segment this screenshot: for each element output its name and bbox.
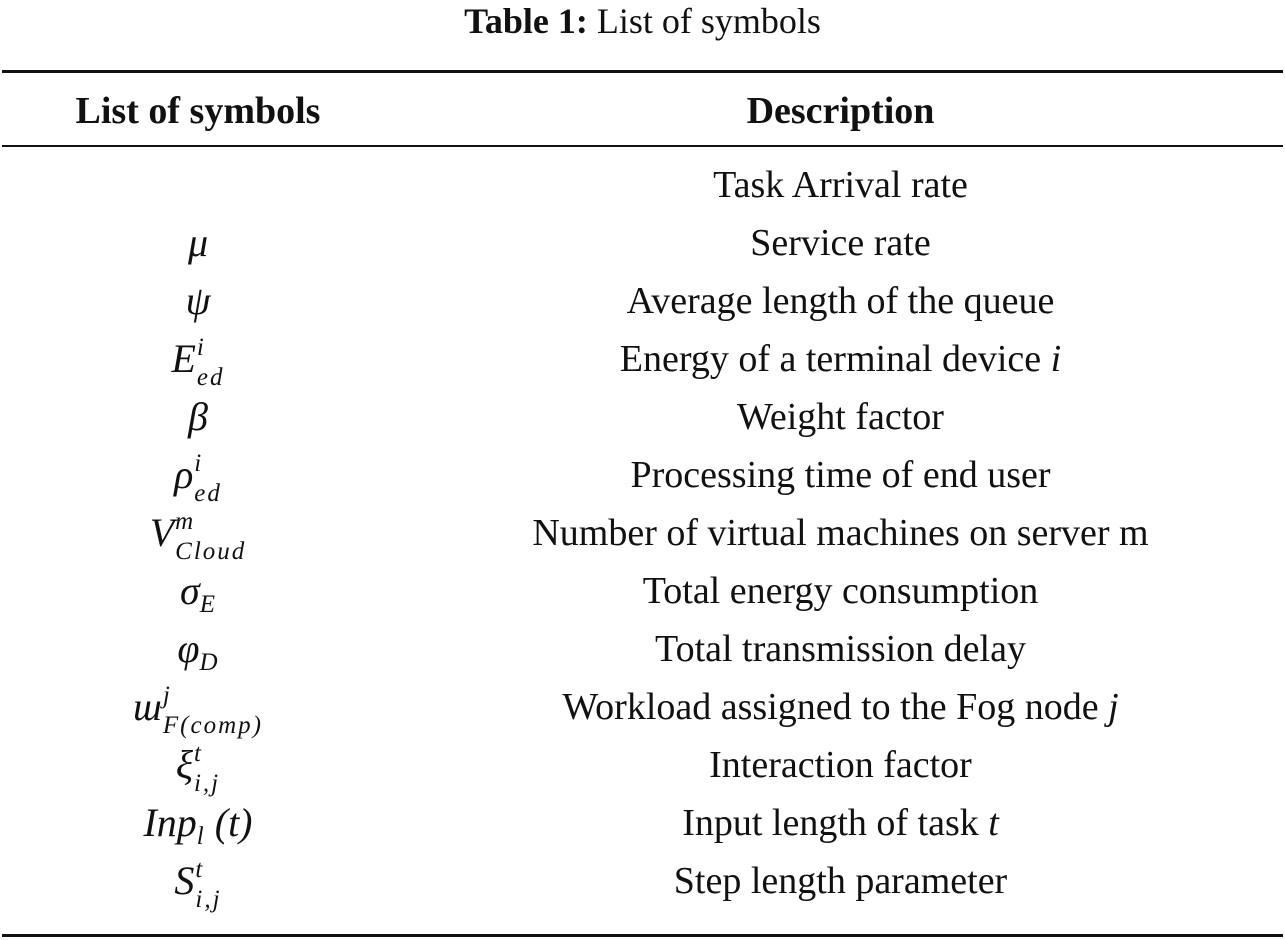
symbol-superscript: i [194, 450, 204, 478]
table-row: ψ Average length of the queue [0, 272, 1285, 330]
description-text: Total energy consumption [642, 570, 1039, 612]
symbol-subscript: i,j [193, 770, 221, 798]
description-text: Step length parameter [673, 860, 1008, 902]
description-text: Weight factor [737, 396, 944, 438]
symbol-cell: μ [0, 214, 396, 272]
table-top-rule [2, 70, 1283, 73]
symbol-base: ξ [175, 742, 193, 787]
symbol-subscript: l [196, 823, 205, 850]
symbol-superscript: j [162, 682, 172, 710]
table-header-rule [2, 145, 1283, 147]
symbol-subscript: E [199, 591, 216, 618]
caption-text: List of symbols [596, 1, 821, 41]
symbol-subscript: ed [196, 364, 225, 392]
table-header-row: List of symbols Description [0, 80, 1285, 142]
description-text: Processing time of end user [630, 454, 1051, 496]
description-variable: i [1050, 338, 1062, 380]
description-cell: Step length parameter [396, 852, 1285, 910]
symbol-subscript: i,j [195, 886, 222, 914]
symbol-base: Inp [143, 800, 197, 845]
symbol-base: ρ [174, 452, 194, 497]
table-row: φD Total transmission delay [0, 620, 1285, 678]
description-text: Average length of the queue [626, 280, 1055, 322]
symbol-subscript: F(comp) [162, 712, 263, 740]
symbol-superscript: m [175, 508, 196, 536]
table-row: Task Arrival rate [0, 156, 1285, 214]
symbol-cell: ψ [0, 272, 396, 330]
description-cell: Total energy consumption [396, 562, 1285, 620]
table-row: μ Service rate [0, 214, 1285, 272]
table-row: β Weight factor [0, 388, 1285, 446]
symbol-base: E [171, 336, 196, 381]
symbol-argument: (t) [204, 800, 253, 845]
description-text: Workload assigned to the Fog node [562, 686, 1109, 728]
symbol-base: μ [187, 220, 209, 265]
description-cell: Energy of a terminal device i [396, 330, 1285, 388]
symbol-base: ɯ [133, 684, 162, 729]
description-text: Interaction factor [709, 744, 972, 786]
description-text: Total transmission delay [655, 628, 1026, 670]
symbol-base: σ [179, 568, 200, 613]
symbol-subscript: Cloud [175, 538, 247, 566]
description-variable: t [988, 802, 999, 844]
description-cell: Total transmission delay [396, 620, 1285, 678]
description-text: Task Arrival rate [713, 164, 968, 206]
symbol-cell: Inpl (t) [0, 794, 396, 852]
symbol-cell: φD [0, 620, 396, 678]
symbol-superscript: i [196, 334, 206, 362]
description-cell: Weight factor [396, 388, 1285, 446]
description-text: Input length of task [682, 802, 989, 844]
symbol-base: φ [177, 626, 200, 671]
description-cell: Input length of task t [396, 794, 1285, 852]
table-row: Inpl (t)Input length of task t [0, 794, 1285, 852]
header-description: Description [746, 90, 935, 132]
description-cell: Workload assigned to the Fog node j [396, 678, 1285, 736]
table-row: σE Total energy consumption [0, 562, 1285, 620]
description-cell: Service rate [396, 214, 1285, 272]
description-cell: Task Arrival rate [396, 156, 1285, 214]
symbol-cell: β [0, 388, 396, 446]
symbol-superscript: t [193, 740, 203, 768]
description-cell: Interaction factor [396, 736, 1285, 794]
symbol-cell [0, 156, 396, 214]
description-text: Number of virtual machines on server m [532, 512, 1149, 554]
description-variable: j [1108, 686, 1119, 728]
symbol-subscript: D [199, 649, 219, 676]
symbol-cell: σE [0, 562, 396, 620]
symbol-base: S [174, 858, 195, 903]
description-cell: Processing time of end user [396, 446, 1285, 504]
caption-label: Table 1: [464, 1, 588, 41]
header-list-of-symbols: List of symbols [75, 90, 321, 132]
table-caption: Table 1: List of symbols [0, 0, 1285, 42]
description-cell: Average length of the queue [396, 272, 1285, 330]
description-cell: Number of virtual machines on server m [396, 504, 1285, 562]
symbol-base: β [188, 394, 208, 439]
table-bottom-rule [2, 934, 1283, 937]
symbol-subscript: ed [194, 480, 222, 508]
symbol-base: V [149, 510, 175, 555]
symbol-base: ψ [185, 278, 211, 323]
description-text: Energy of a terminal device [619, 338, 1051, 380]
description-text: Service rate [750, 222, 931, 264]
table-body: Task Arrival rate μ Service rate ψ Average l… [0, 156, 1285, 912]
symbol-superscript: t [195, 856, 205, 884]
